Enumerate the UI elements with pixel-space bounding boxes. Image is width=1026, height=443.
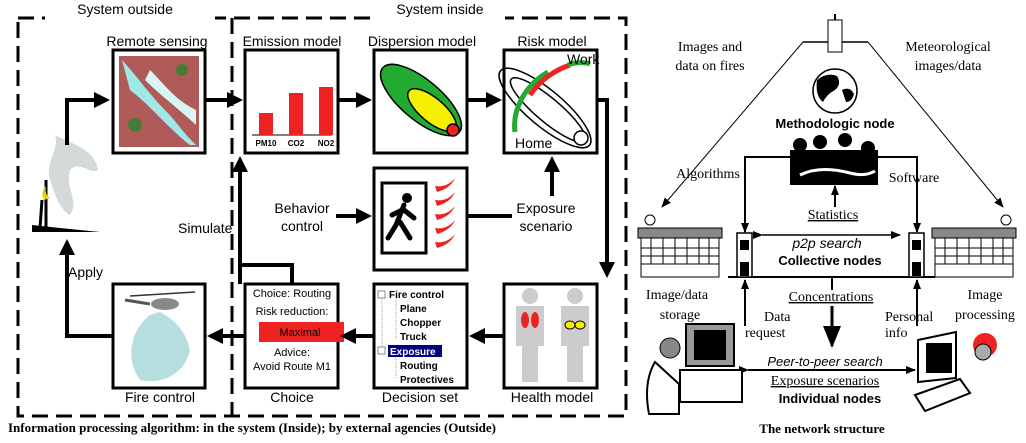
behavior-control-label-1: Behavior xyxy=(274,200,330,216)
exposure-scenario-label-1: Exposure xyxy=(516,200,575,216)
flow-arrows xyxy=(59,92,615,344)
behavior-control-label-2: control xyxy=(281,218,323,234)
statistics-label: Statistics xyxy=(808,208,859,223)
server-right-icon xyxy=(908,232,925,278)
simulate-label: Simulate xyxy=(178,220,233,236)
remote-sensing-title: Remote sensing xyxy=(106,33,207,49)
globe-icon xyxy=(812,68,858,114)
bar-no2 xyxy=(319,87,333,135)
home-label: Home xyxy=(515,135,553,151)
risk-level-value: Maximal xyxy=(280,327,321,339)
image-processing-label-1: Image xyxy=(968,288,1003,303)
image-processing-label-2: processing xyxy=(955,308,1015,323)
emission-chart: PM10 CO2 NO2 xyxy=(252,87,335,148)
risk-level-bar xyxy=(259,322,344,342)
system-frame xyxy=(16,16,628,418)
tree-item-plane[interactable]: Plane xyxy=(400,304,427,315)
emission-model-title: Emission model xyxy=(243,33,342,49)
left-caption: Information processing algorithm: in the… xyxy=(8,420,496,435)
tree-item-protectives[interactable]: Protectives xyxy=(400,375,454,386)
right-caption: The network structure xyxy=(759,421,885,436)
images-fires-label-1: Images and xyxy=(678,40,742,55)
satellite-icon xyxy=(803,14,868,53)
software-label: Software xyxy=(889,171,940,186)
satellite-links xyxy=(661,41,1004,208)
image-storage-label-2: storage xyxy=(660,308,700,323)
decision-set-box xyxy=(372,282,469,390)
scientist-at-computer-icon xyxy=(646,323,743,415)
bar-label-no2: NO2 xyxy=(318,139,335,148)
satellite-image xyxy=(119,56,199,147)
methodologic-node-label: Methodologic node xyxy=(775,116,894,131)
choice-routing: Choice: Routing xyxy=(253,288,331,300)
tree-item-truck[interactable]: Truck xyxy=(400,332,427,343)
personal-info-label-2: info xyxy=(885,326,908,341)
tree-item-chopper[interactable]: Chopper xyxy=(400,318,441,329)
apply-label: Apply xyxy=(68,264,103,280)
building-left-icon xyxy=(637,214,723,278)
tree-item-fire-control[interactable]: Fire control xyxy=(389,290,444,301)
meteorological-label-2: images/data xyxy=(915,59,983,74)
dispersion-model-title: Dispersion model xyxy=(368,33,476,49)
bar-label-pm10: PM10 xyxy=(256,139,277,148)
bar-pm10 xyxy=(259,113,273,135)
advice-value: Avoid Route M1 xyxy=(253,361,331,373)
collective-nodes-label: Collective nodes xyxy=(778,253,881,268)
building-right-icon xyxy=(931,214,1017,278)
concentrations-label: Concentrations xyxy=(789,290,874,305)
region-inside-label: System inside xyxy=(396,1,483,17)
decision-set-title: Decision set xyxy=(382,389,458,405)
peer-search-label: Peer-to-peer search xyxy=(767,354,882,369)
data-request-label-2: request xyxy=(745,326,786,341)
human-body-icon xyxy=(516,288,589,382)
data-request-label-1: Data xyxy=(764,310,791,325)
running-person-icon xyxy=(380,181,428,255)
algorithms-label: Algorithms xyxy=(676,167,740,182)
meeting-people-image xyxy=(790,133,878,185)
collapse-icon[interactable] xyxy=(377,346,386,355)
personal-info-label-1: Personal xyxy=(885,310,933,325)
p2p-search-label: p2p search xyxy=(791,235,861,251)
health-model-title: Health model xyxy=(511,389,594,405)
fire-control-title: Fire control xyxy=(125,389,195,405)
tree-item-routing[interactable]: Routing xyxy=(400,361,438,372)
risk-route xyxy=(498,60,592,149)
helicopter-icon xyxy=(124,291,196,382)
bar-label-co2: CO2 xyxy=(288,139,305,148)
person-at-computer-icon xyxy=(913,330,997,413)
wildfire-smoke-icon xyxy=(32,135,100,232)
exposure-scenarios-label: Exposure scenarios xyxy=(771,374,879,389)
advice-label: Advice: xyxy=(274,347,310,359)
bar-co2 xyxy=(289,93,303,135)
individual-nodes-label: Individual nodes xyxy=(779,391,882,406)
meteorological-label-1: Meteorological xyxy=(905,40,991,55)
collapse-icon[interactable] xyxy=(377,290,386,299)
tree-item-exposure[interactable]: Exposure xyxy=(390,347,436,358)
server-left-icon xyxy=(736,232,753,278)
risk-model-title: Risk model xyxy=(517,33,586,49)
choice-title: Choice xyxy=(270,389,314,405)
images-fires-label-2: data on fires xyxy=(675,59,744,74)
dispersion-plume xyxy=(379,63,463,137)
flames-icon xyxy=(435,178,455,248)
image-storage-label-1: Image/data xyxy=(646,288,709,303)
network-links xyxy=(728,156,935,374)
risk-reduction-label: Risk reduction: xyxy=(256,306,329,318)
region-outside-label: System outside xyxy=(77,1,173,17)
decision-tree: Fire control Plane Chopper Truck Exposur… xyxy=(377,290,454,386)
exposure-scenario-label-2: scenario xyxy=(520,218,573,234)
work-label: Work xyxy=(567,51,600,67)
